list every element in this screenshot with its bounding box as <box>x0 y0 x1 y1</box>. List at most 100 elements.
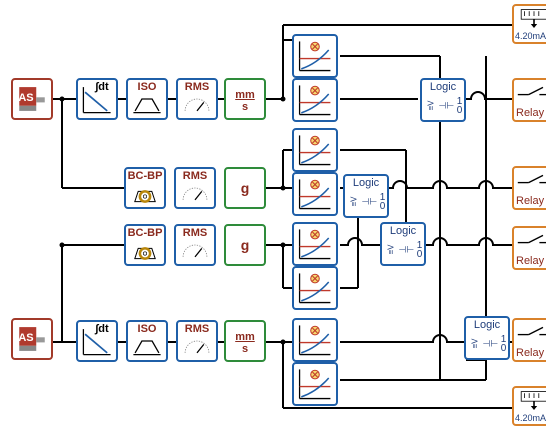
limit-check-block[interactable] <box>292 266 338 310</box>
accel-unit: g <box>240 237 250 253</box>
rms-label: RMS <box>184 81 210 93</box>
logic-state-one: 1 <box>456 96 463 107</box>
relay-output-block[interactable]: Relay <box>512 166 546 210</box>
bearing-icon <box>134 247 156 260</box>
bandpass-block[interactable]: BC-BP <box>124 224 166 266</box>
logic-gate-glyph: ⊣⊢ <box>436 100 457 111</box>
limit-check-block[interactable] <box>292 34 338 78</box>
rms-block[interactable]: RMS <box>176 78 218 120</box>
wire-junction <box>280 242 286 248</box>
iso-filter-block[interactable]: ISO <box>126 320 168 362</box>
limit-alarm-icon <box>298 229 331 260</box>
rms-block[interactable]: RMS <box>174 167 216 209</box>
bandpass-block[interactable]: BC-BP <box>124 167 166 209</box>
meter-gauge-icon <box>184 340 210 354</box>
logic-symbol-or: ≡V <box>349 196 359 207</box>
integrator-block[interactable]: ∫dt <box>76 78 118 120</box>
logic-gate-glyph: ⊣⊢ <box>480 338 501 349</box>
relay-label: Relay <box>516 195 545 207</box>
sensor-1[interactable]: AS <box>11 78 53 120</box>
integrator-label: ∫dt <box>95 323 109 335</box>
relay-switch-icon <box>517 86 546 96</box>
bandpass-shape-icon <box>133 98 161 114</box>
logic-symbol-or: ≡V <box>470 338 480 349</box>
unit-numerator: mm <box>235 331 255 343</box>
limit-check-block[interactable] <box>292 362 338 406</box>
sensor-label: AS <box>18 332 34 344</box>
rms-label: RMS <box>184 323 210 335</box>
rms-label: RMS <box>182 170 208 182</box>
logic-symbol-or: ≡V <box>426 100 436 111</box>
iso-label: ISO <box>137 81 157 93</box>
logic-label: Logic <box>352 177 380 189</box>
logic-label: Logic <box>473 319 501 331</box>
integrator-curve-icon <box>82 329 111 356</box>
wire-junction <box>59 242 65 248</box>
rms-label: RMS <box>182 227 208 239</box>
meter-gauge-icon <box>182 187 208 201</box>
wire-junction <box>280 185 286 191</box>
limit-check-block[interactable] <box>292 128 338 172</box>
sensor-icon <box>19 327 45 351</box>
analog-output-icon <box>520 9 546 28</box>
wire-junction <box>280 96 286 102</box>
relay-output-block[interactable]: Relay <box>512 226 546 270</box>
logic-state-zero: 0 <box>456 105 463 116</box>
unit-denominator: s <box>241 101 249 113</box>
rms-block[interactable]: RMS <box>176 320 218 362</box>
rms-block[interactable]: RMS <box>174 224 216 266</box>
relay-output-block[interactable]: Relay <box>512 78 546 122</box>
relay-label: Relay <box>516 347 545 359</box>
bearing-icon <box>134 190 156 203</box>
relay-label: Relay <box>516 107 545 119</box>
wire-crossover <box>420 237 520 246</box>
iso-filter-block[interactable]: ISO <box>126 78 168 120</box>
limit-check-block[interactable] <box>292 318 338 362</box>
limit-alarm-icon <box>298 41 331 72</box>
limit-alarm-icon <box>298 135 331 166</box>
meter-gauge-icon <box>184 98 210 112</box>
current-output-block[interactable]: 4.20mA <box>512 386 546 426</box>
relay-switch-icon <box>517 326 546 336</box>
integrator-block[interactable]: ∫dt <box>76 320 118 362</box>
limit-alarm-icon <box>298 369 331 400</box>
limit-check-block[interactable] <box>292 222 338 266</box>
accel-unit: g <box>240 180 250 196</box>
current-output-block[interactable]: 4.20mA <box>512 4 546 44</box>
sensor-label: AS <box>18 92 34 104</box>
bandpass-label: BC-BP <box>127 170 163 182</box>
wire-crossover <box>340 237 380 246</box>
wire-junction <box>280 339 286 345</box>
relay-output-block[interactable]: Relay <box>512 318 546 362</box>
meter-gauge-icon <box>182 244 208 258</box>
logic-state-one: 1 <box>416 240 423 251</box>
bandpass-shape-icon <box>133 340 161 356</box>
logic-gate-glyph: ⊣⊢ <box>359 196 380 207</box>
limit-check-block[interactable] <box>292 78 338 122</box>
logic-symbol-or: ≡V <box>386 244 396 255</box>
limit-alarm-icon <box>298 273 331 304</box>
unit-numerator: mm <box>235 89 255 101</box>
relay-label: Relay <box>516 255 545 267</box>
logic-label: Logic <box>429 81 457 93</box>
accel-unit-block[interactable]: g <box>224 167 266 209</box>
accel-unit-block[interactable]: g <box>224 224 266 266</box>
limit-alarm-icon <box>298 85 331 116</box>
wire-junction <box>59 96 65 102</box>
limit-alarm-icon <box>298 179 331 210</box>
limit-check-block[interactable] <box>292 172 338 216</box>
sensor-2[interactable]: AS <box>11 318 53 360</box>
